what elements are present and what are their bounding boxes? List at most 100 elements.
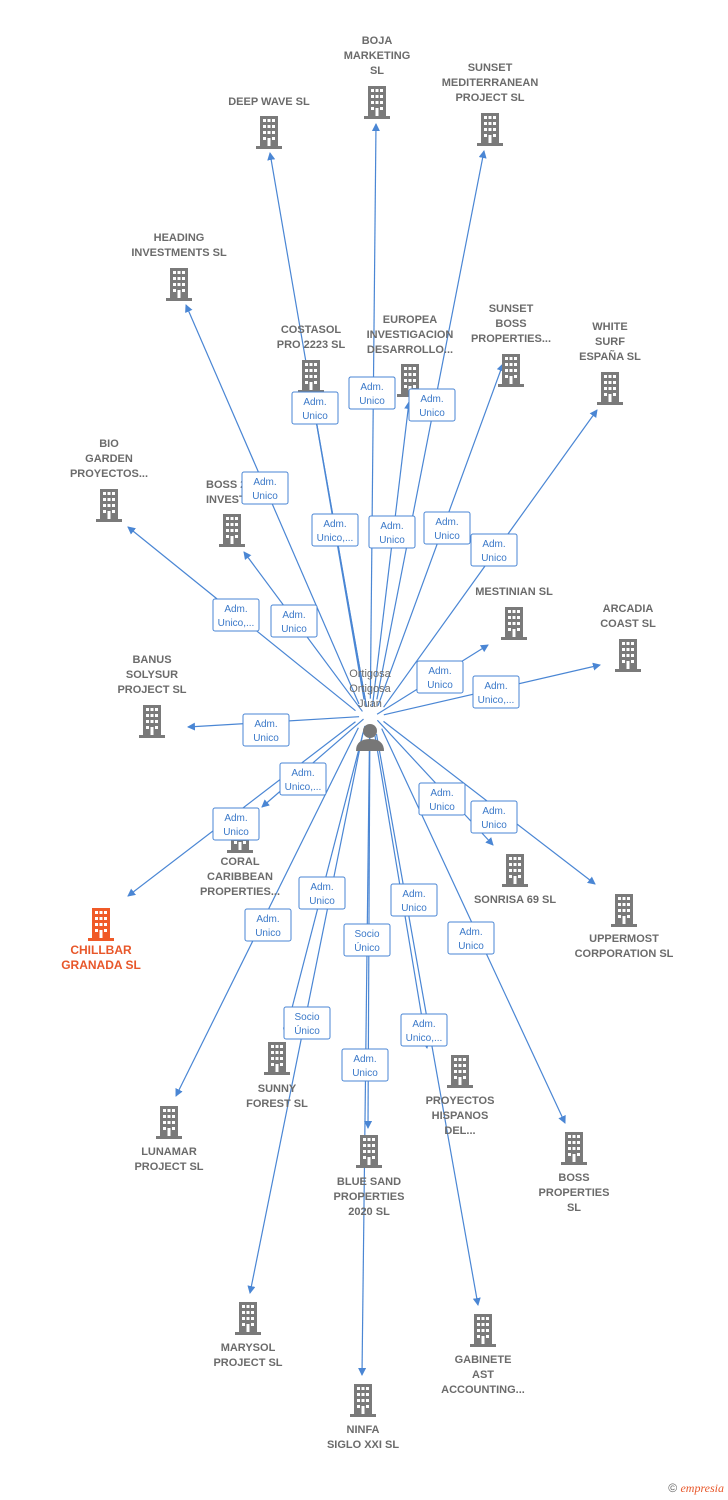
- edge-label-text: Unico,...: [317, 533, 354, 544]
- edge-label-text: Adm.: [435, 517, 458, 528]
- company-label: BOJA: [362, 35, 393, 47]
- edge-label-coral[interactable]: Adm.Unico,...: [279, 762, 327, 796]
- edge-label-text: Adm.: [224, 604, 247, 615]
- edge-label-sunset-med[interactable]: Adm.Unico: [408, 388, 456, 422]
- edge-label-gabinete[interactable]: Adm. Unico: [390, 883, 438, 917]
- edge-label-text: Adm.: [484, 681, 507, 692]
- company-label: DEEP WAVE SL: [228, 96, 310, 108]
- building-icon: [611, 894, 637, 927]
- company-node-sonrisa[interactable]: SONRISA 69 SL: [474, 854, 556, 906]
- company-node-mestinian[interactable]: MESTINIAN SL: [475, 586, 553, 640]
- edge-label-sonrisa[interactable]: Adm.Unico: [418, 782, 466, 816]
- company-label: BLUE SAND: [337, 1176, 401, 1188]
- company-node-coral[interactable]: CORALCARIBBEANPROPERTIES...: [200, 820, 280, 898]
- edge-label-uppermost[interactable]: Adm.Unico: [470, 800, 518, 834]
- company-node-gabinete[interactable]: GABINETEASTACCOUNTING...: [441, 1314, 525, 1396]
- edge-label-arcadia[interactable]: Adm.Unico,...: [472, 675, 520, 709]
- company-label: GRANADA SL: [61, 958, 141, 972]
- edge-label-text: Adm.: [310, 882, 333, 893]
- edge-label-mestinian[interactable]: Adm.Unico: [416, 660, 464, 694]
- edge-label-boss-prop[interactable]: Adm.Unico: [447, 921, 495, 955]
- edge-label-text: Unico: [434, 531, 460, 542]
- edge-boja: [369, 123, 380, 699]
- building-icon: [364, 86, 390, 119]
- edge-label-text: Adm.: [303, 397, 326, 408]
- edge-label-text: Unico: [352, 1068, 378, 1079]
- edge-label-text: Adm.: [482, 539, 505, 550]
- building-icon: [156, 1106, 182, 1139]
- edge-label-text: Adm.: [360, 382, 383, 393]
- edge-label-costasol[interactable]: Adm.Unico,...: [311, 513, 359, 547]
- building-icon: [615, 639, 641, 672]
- edge-label-text: Unico: [401, 903, 427, 914]
- edge-label-text: Unico: [458, 941, 484, 952]
- company-node-lunamar[interactable]: LUNAMAR PROJECT SL: [134, 1106, 204, 1173]
- company-label: PROJECT SL: [455, 92, 524, 104]
- edge-label-text: Adm.: [430, 788, 453, 799]
- edge-label-ninfa[interactable]: Adm.Unico: [341, 1048, 389, 1082]
- edge-label-deep-wave[interactable]: Adm.Unico: [348, 376, 396, 410]
- edge-label-costasol[interactable]: Adm.Unico: [291, 391, 339, 425]
- edge-label-banus[interactable]: Adm.Unico: [242, 713, 290, 747]
- edge-label-text: Unico: [223, 827, 249, 838]
- company-label: CORAL: [220, 856, 259, 868]
- company-label: GABINETE: [455, 1354, 512, 1366]
- building-icon: [256, 116, 282, 149]
- company-node-deep-wave[interactable]: DEEP WAVE SL: [228, 96, 310, 149]
- company-label: CORPORATION SL: [575, 948, 674, 960]
- company-label: MESTINIAN SL: [475, 586, 553, 598]
- edge-label-text: Adm.: [402, 889, 425, 900]
- company-label: NINFA: [347, 1424, 380, 1436]
- company-node-europea[interactable]: EUROPEAINVESTIGACIONDESARROLLO...: [367, 314, 454, 397]
- edge-label-lunamar[interactable]: Adm.Unico: [244, 908, 292, 942]
- edge-label-heading[interactable]: Adm.Unico: [241, 471, 289, 505]
- company-node-bio-garden[interactable]: BIOGARDENPROYECTOS...: [70, 438, 148, 522]
- company-label: COSTASOL: [281, 324, 342, 336]
- company-label: PROJECT SL: [213, 1357, 282, 1369]
- edge-costasol: [309, 396, 368, 707]
- company-node-proyectos[interactable]: PROYECTOSHISPANOSDEL...: [426, 1055, 495, 1137]
- company-label: PROJECT SL: [134, 1161, 203, 1173]
- company-label: LUNAMAR: [141, 1146, 197, 1158]
- edge-label-text: Unico: [427, 680, 453, 691]
- edge-label-white-surf[interactable]: Adm.Unico: [470, 533, 518, 567]
- edge-label-chillbar[interactable]: Adm.Unico: [212, 807, 260, 841]
- edge-label-bio-garden[interactable]: Adm.Unico,...: [212, 598, 260, 632]
- company-label: SURF: [595, 336, 625, 348]
- company-label: SUNSET: [468, 62, 513, 74]
- edge-label-europea[interactable]: Adm.Unico: [368, 515, 416, 549]
- edge-label-sunset-boss[interactable]: Adm. Unico: [423, 511, 471, 545]
- company-label: DEL...: [444, 1125, 475, 1137]
- company-label: SUNNY: [258, 1083, 297, 1095]
- company-node-sunset-boss[interactable]: SUNSETBOSSPROPERTIES...: [471, 303, 551, 387]
- edge-label-text: Único: [354, 941, 380, 954]
- edge-label-proyectos[interactable]: Adm.Unico,...: [400, 1013, 448, 1047]
- building-icon: [447, 1055, 473, 1088]
- company-label: INVEST: [206, 494, 246, 506]
- company-label: BIO: [99, 438, 119, 450]
- company-label: CHILLBAR: [70, 943, 132, 957]
- company-label: 2020 SL: [348, 1206, 390, 1218]
- edge-label-text: Unico,...: [406, 1033, 443, 1044]
- edge-label-marysol[interactable]: Adm.Unico: [298, 876, 346, 910]
- company-label: HISPANOS: [432, 1110, 489, 1122]
- edge-label-boss2[interactable]: Adm.Unico: [270, 604, 318, 638]
